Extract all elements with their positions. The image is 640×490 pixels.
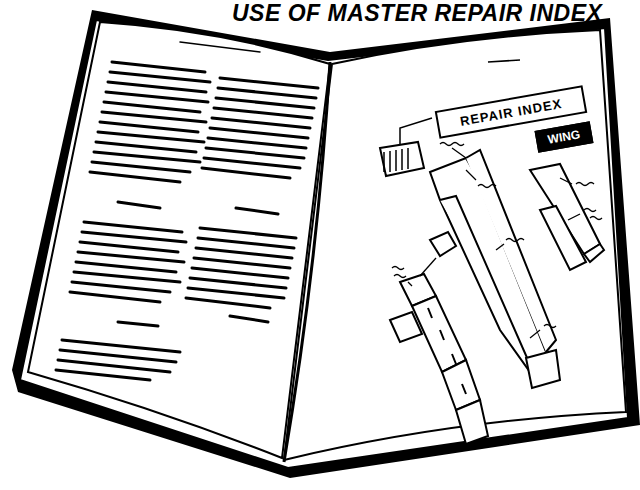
part-name-scribble [392,143,602,339]
book-cover [12,10,640,478]
page-header-line [488,60,520,62]
index-tab-part [380,142,424,176]
book-spine [284,62,330,462]
right-page [284,30,626,460]
book-pages-edge [20,20,628,468]
left-page [28,22,330,458]
page-title: USE OF MASTER REPAIR INDEX [232,0,640,27]
page-text-lines [56,42,318,380]
index-tab-part [384,148,408,172]
node-label: WING [547,127,582,146]
wing-parts [390,150,604,444]
